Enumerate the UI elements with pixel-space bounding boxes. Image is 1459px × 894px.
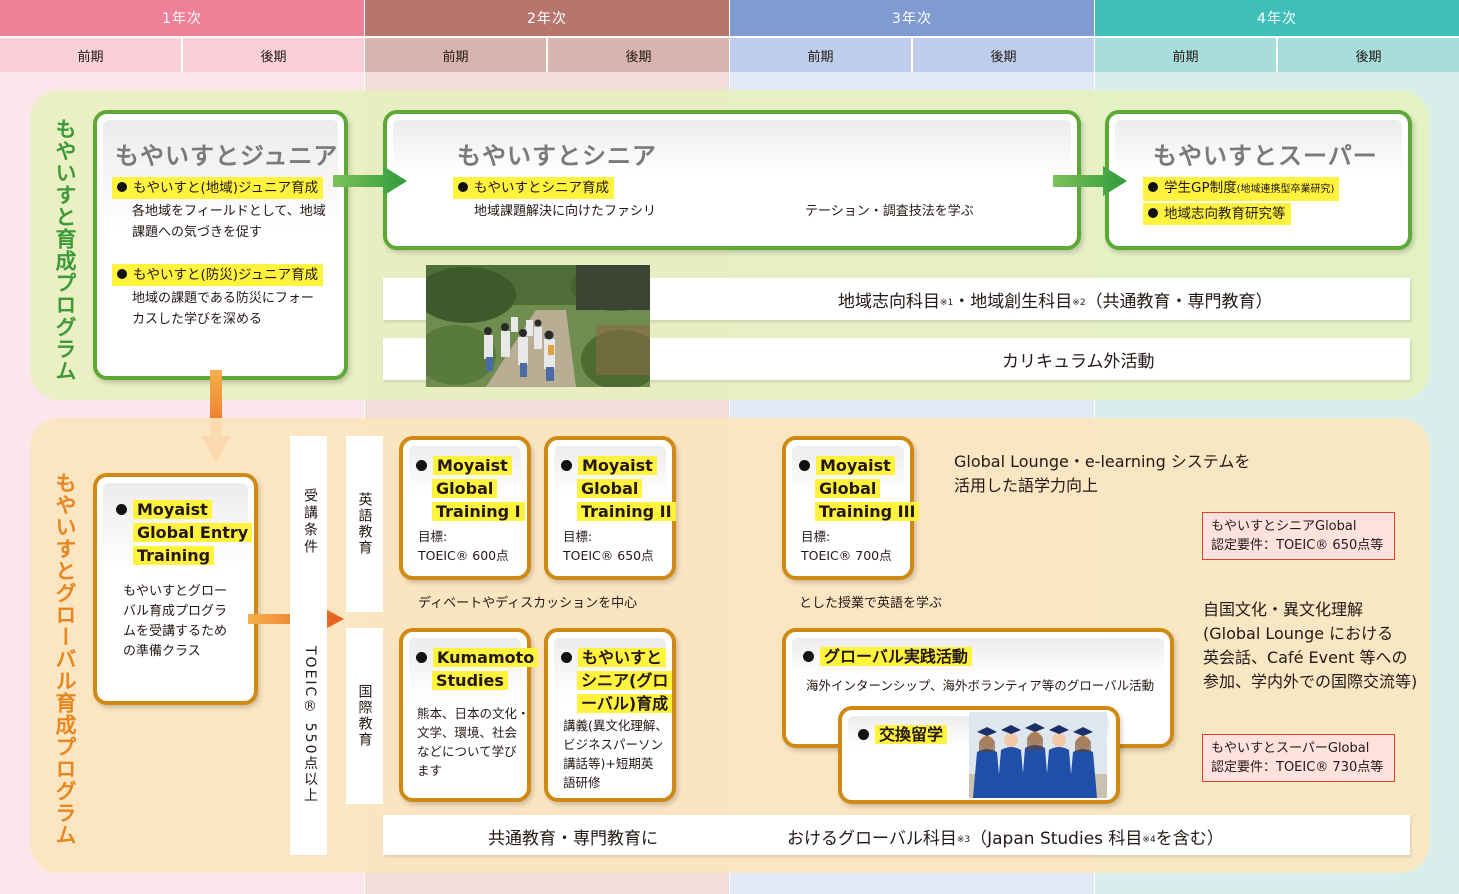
global-practice-label: グローバル実践活動 [803, 645, 972, 668]
kumamoto-studies-text: 熊本、日本の文化・ 文学、環境、社会 などについて学び ます [417, 706, 530, 778]
junior-disaster-text: 地域の課題である防災にフォー カスした学びを深める [132, 291, 314, 327]
year-header-4: 4年次 [1095, 0, 1459, 36]
training-3-label: Moyaist Global Training III [799, 454, 920, 523]
international-education-label: 国際教育 [346, 628, 383, 804]
training-2-label: Moyaist Global Training II [561, 454, 676, 523]
semester-header: 後期 [913, 38, 1094, 72]
year-header-1: 1年次 [0, 0, 364, 36]
semester-header: 後期 [1278, 38, 1459, 72]
junior-regional-label: もやいすと(地域)ジュニア育成 [112, 177, 324, 199]
global-program-band [30, 418, 1430, 873]
global-lounge-text: Global Lounge・e-learning システムを 活用した語学力向上 [954, 452, 1251, 495]
super-global-requirement: もやいすとスーパーGlobal 認定要件：TOEIC® 730点等 [1202, 734, 1395, 782]
moyaist-junior-title: もやいすとジュニア [115, 142, 339, 170]
debate-text-a: ディベートやディスカッションを中心 [418, 596, 638, 611]
semester-header: 前期 [1095, 38, 1276, 72]
english-education-label: 英語教育 [346, 436, 383, 612]
semester-header: 後期 [183, 38, 364, 72]
global-entry-training-text: もやいすとグロー バル育成プログラ ムを受講するため の準備クラス [123, 584, 228, 659]
arrow-senior-to-super [1053, 166, 1127, 196]
regional-subjects-text: 地域志向科目※1・地域創生科目※2（共通教育・専門教育） [838, 292, 1273, 312]
semester-header: 前期 [730, 38, 911, 72]
year-header-2: 2年次 [365, 0, 729, 36]
graduates-photo [969, 712, 1107, 798]
moyaist-program-title: もやいすと育成プログラム [53, 118, 77, 382]
training-3-goal: 目標: TOEIC® 700点 [801, 529, 892, 563]
year-header-3: 3年次 [730, 0, 1094, 36]
moyaist-junior-box [93, 110, 348, 380]
condition-label: 受講条件 [302, 488, 318, 556]
junior-disaster-label: もやいすと(防災)ジュニア育成 [112, 264, 324, 286]
hiking-group-photo [426, 265, 650, 387]
semester-header: 前期 [0, 38, 181, 72]
moyaist-super-title: もやいすとスーパー [1153, 142, 1378, 170]
senior-text-b: テーション・調査技法を学ぶ [805, 204, 974, 219]
semester-header: 前期 [365, 38, 546, 72]
condition-value: TOEIC® 550点以上 [302, 646, 318, 804]
senior-global-requirement: もやいすとシニアGlobal 認定要件：TOEIC® 650点等 [1202, 512, 1395, 560]
senior-text-a: 地域課題解決に向けたファシリ [474, 204, 657, 219]
global-practice-text: 海外インターンシップ、海外ボランティア等のグローバル活動 [806, 678, 1155, 693]
global-program-title: もやいすとグローバル育成プログラム [53, 472, 77, 846]
training-1-label: Moyaist Global Training I [416, 454, 525, 523]
senior-global-label: もやいすと シニア(グロ ーバル)育成 [561, 646, 673, 715]
global-subjects-text-b: おけるグローバル科目※3（Japan Studies 科目※4を含む） [787, 829, 1224, 849]
junior-regional-text: 各地域をフィールドとして、地域 課題への気づきを促す [132, 204, 326, 240]
condition-column [290, 436, 327, 855]
global-entry-training-label: Moyaist Global Entry Training [116, 498, 253, 567]
global-subjects-text-a: 共通教育・専門教育に [488, 829, 658, 849]
training-1-goal: 目標: TOEIC® 600点 [418, 529, 509, 563]
super-gp-label: 学生GP制度(地域連携型卒業研究) [1143, 177, 1340, 201]
extracurricular-text: カリキュラム外活動 [1002, 352, 1155, 372]
exchange-study-label: 交換留学 [858, 723, 948, 746]
arrow-junior-to-senior [333, 166, 407, 196]
semester-header: 後期 [548, 38, 729, 72]
moyaist-senior-title: もやいすとシニア [457, 142, 657, 170]
senior-global-text: 講義(異文化理解、 ビジネスパーソン 講話等)+短期英 語研修 [563, 718, 668, 790]
culture-understanding-text: 自国文化・異文化理解 (Global Lounge における 英会話、Café … [1203, 600, 1418, 691]
debate-text-b: とした授業で英語を学ぶ [799, 596, 943, 611]
senior-label: もやいすとシニア育成 [453, 177, 614, 199]
kumamoto-studies-label: Kumamoto Studies [416, 646, 539, 692]
global-subjects-strip [383, 815, 1410, 855]
super-research-label: 地域志向教育研究等 [1143, 203, 1291, 225]
training-2-goal: 目標: TOEIC® 650点 [563, 529, 654, 563]
